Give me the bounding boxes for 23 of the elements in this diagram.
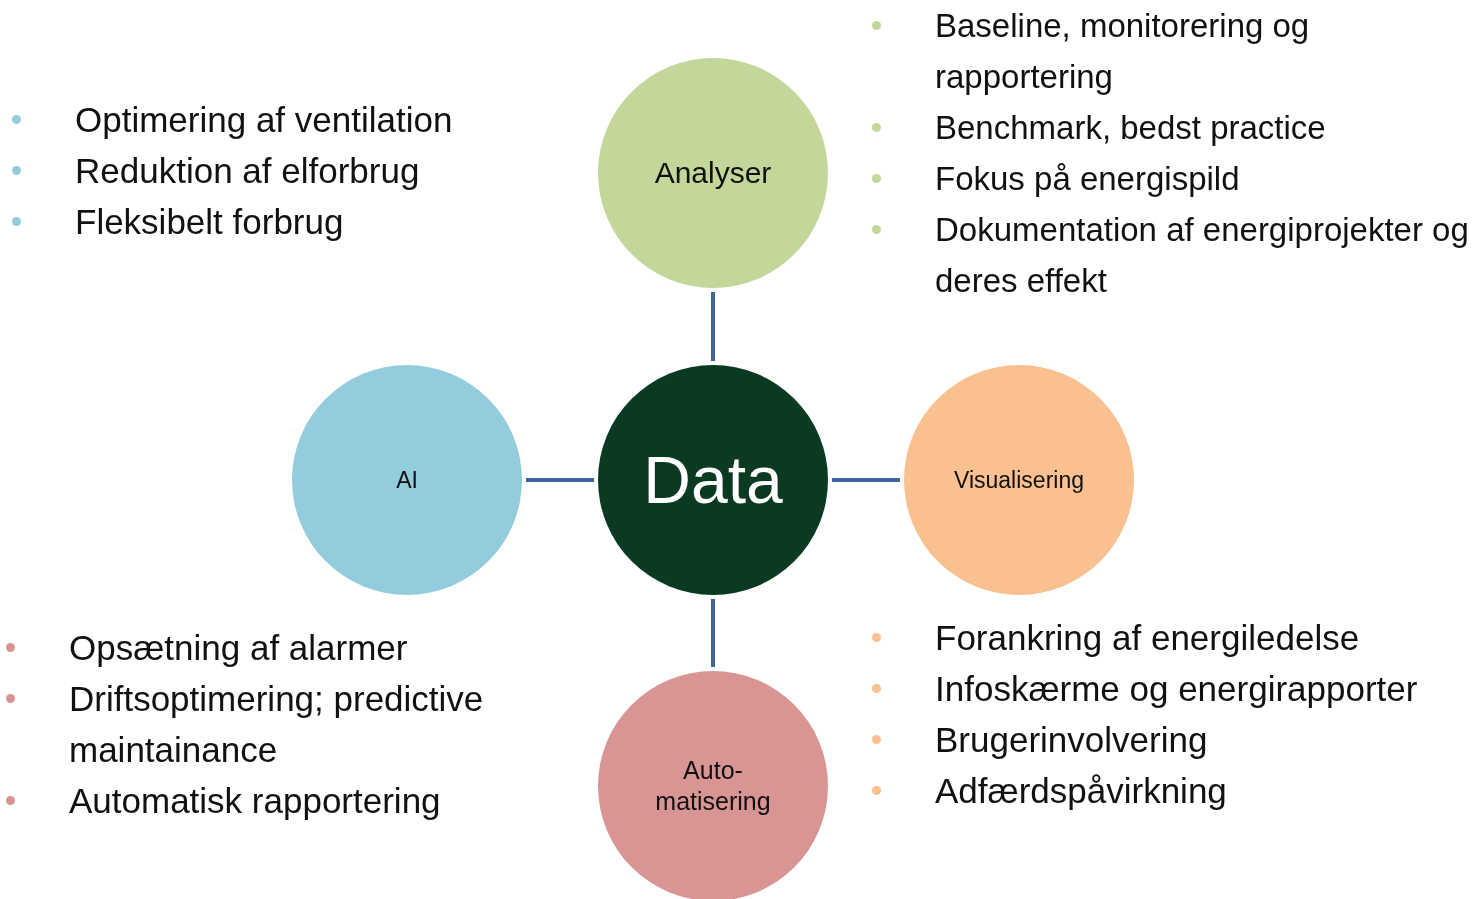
node-label: Data [642, 441, 784, 519]
bullet-item: Benchmark, bedst practice [870, 102, 1476, 153]
connector-line [711, 599, 715, 667]
bullet-item: Baseline, monitorering og rapportering [870, 0, 1476, 102]
bullet-item: Reduktion af elforbrug [10, 145, 570, 196]
bullet-item: Fleksibelt forbrug [10, 196, 570, 247]
node-label: Auto-matisering [654, 754, 772, 817]
node-label: Analyser [653, 155, 773, 192]
bullet-item: Adfærdspåvirkning [870, 765, 1476, 816]
connector-line [526, 478, 594, 482]
node-label: AI [395, 465, 419, 495]
bullet-item: Brugerinvolvering [870, 714, 1476, 765]
bullet-item: Driftsoptimering; predictive maintainance [4, 673, 544, 775]
bullet-item: Infoskærme og energirapporter [870, 663, 1476, 714]
node-label: Visualisering [953, 465, 1085, 495]
bullet-item: Forankring af energiledelse [870, 612, 1476, 663]
bullet-item: Fokus på energispild [870, 153, 1476, 204]
connector-line [832, 478, 900, 482]
connector-line [711, 292, 715, 361]
bullet-item: Dokumentation af energiprojekter og deres effekt [870, 204, 1476, 306]
bullet-item: Optimering af ventilation [10, 94, 570, 145]
bullet-item: Automatisk rapportering [4, 775, 544, 826]
bullet-item: Opsætning af alarmer [4, 622, 544, 673]
